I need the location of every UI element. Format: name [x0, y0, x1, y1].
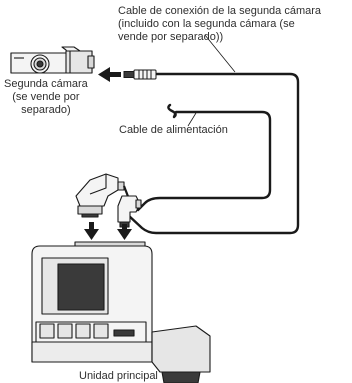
second-camera-cable	[126, 72, 300, 235]
cable-label-pointer	[204, 34, 236, 73]
power-cable-label: Cable de alimentación	[119, 124, 228, 136]
camera-cable-plug	[123, 69, 157, 80]
arrow-left-icon	[98, 67, 121, 82]
power-label-pointer	[187, 112, 197, 127]
main-unit	[31, 241, 211, 383]
camera-icon	[10, 46, 95, 74]
main-unit-label: Unidad principal	[79, 370, 158, 382]
power-cable	[136, 103, 272, 212]
l-plug-second-camera	[75, 173, 136, 218]
arrow-down-icon	[84, 222, 132, 240]
second-camera-label: Segunda cámara (se vende por separado)	[4, 78, 88, 116]
second-camera-cable-label: Cable de conexión de la segunda cámara (…	[118, 5, 322, 43]
